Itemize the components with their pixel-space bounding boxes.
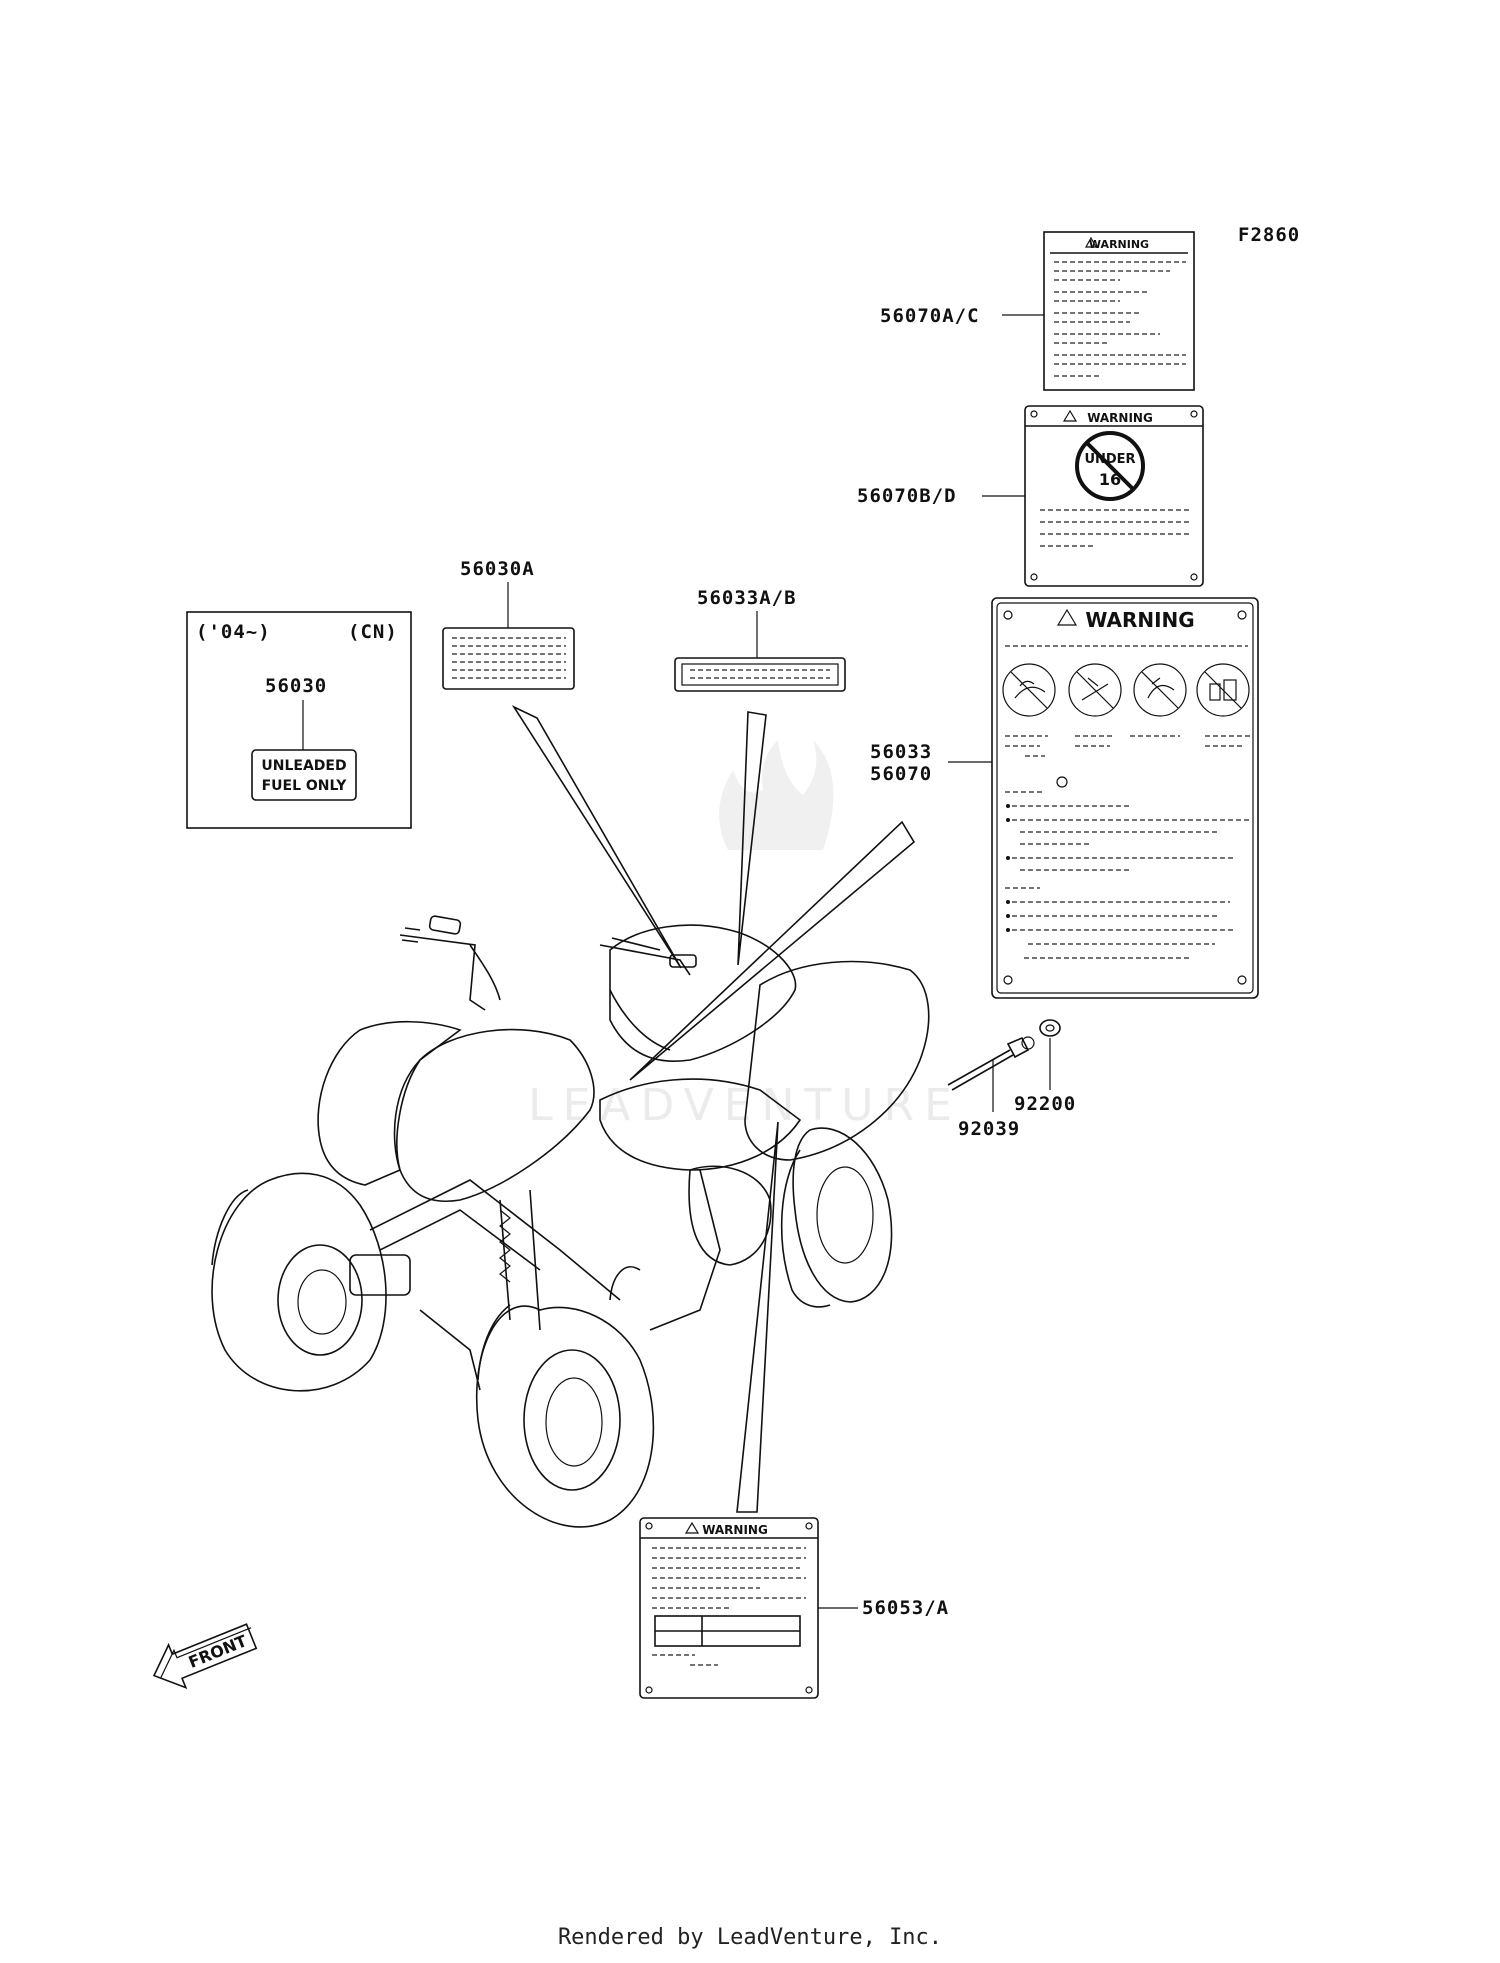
fuel-label-line2: FUEL ONLY <box>262 778 348 794</box>
part-56030a: 56030A <box>460 558 535 580</box>
warning-triangle-icon <box>1084 236 1098 248</box>
warning-text: WARNING <box>1087 411 1153 425</box>
engine <box>688 1165 772 1266</box>
atv-drawing <box>211 915 930 1528</box>
rear-fender <box>744 960 930 1161</box>
watermark-flame-icon <box>719 740 834 850</box>
frame <box>349 1169 721 1391</box>
warning-text: WARNING <box>702 1523 768 1537</box>
no-paved-road-icon <box>1068 663 1122 717</box>
rear-wheel <box>476 1304 655 1528</box>
inset-year: ('04~) <box>196 621 271 643</box>
warning-text: WARNING <box>1089 238 1149 251</box>
rivet-92039 <box>947 1036 1035 1091</box>
handlebars <box>399 915 697 1051</box>
figure-code: F2860 <box>1238 224 1300 246</box>
label-56070a-c: WARNING <box>1043 231 1195 391</box>
fuel-tank <box>609 924 797 1062</box>
watermark-text: LEADVENTURE <box>528 1080 962 1131</box>
label-56033-56070: WARNING <box>991 597 1259 999</box>
label-56053-a: WARNING <box>639 1517 819 1699</box>
part-56070: 56070 <box>870 763 932 785</box>
part-92039: 92039 <box>958 1118 1020 1140</box>
no-passenger-icon <box>1002 663 1056 717</box>
no-drugs-icon <box>1196 663 1250 717</box>
far-wheels <box>609 1127 893 1308</box>
label-56070b-d: WARNING UNDER 16 <box>1024 405 1204 587</box>
label-56033a-b <box>674 657 846 692</box>
under-text: UNDER <box>1084 452 1135 467</box>
watermark: LEADVENTURE <box>528 740 962 1131</box>
fuel-label-line1: UNLEADED <box>261 758 346 774</box>
warning-triangle-icon <box>1062 409 1078 422</box>
part-56070ac: 56070A/C <box>880 305 980 327</box>
label-56030a <box>442 627 575 690</box>
part-56053a: 56053/A <box>862 1597 949 1619</box>
front-arrow-icon: FRONT <box>152 1623 258 1689</box>
seat <box>599 1078 802 1171</box>
part-92200: 92200 <box>1014 1093 1076 1115</box>
inset-56030: ('04~) (CN) 56030 UNLEADED FUEL ONLY <box>186 611 412 829</box>
warning-text: WARNING <box>1085 608 1194 632</box>
front-text: FRONT <box>186 1631 250 1672</box>
part-56033ab: 56033A/B <box>697 587 797 609</box>
front-wheel <box>211 1172 387 1392</box>
inset-region: (CN) <box>348 621 398 643</box>
front-body <box>396 1028 595 1202</box>
warning-triangle-icon <box>684 1521 700 1534</box>
warning-triangle-icon <box>1056 608 1078 626</box>
under-16-prohibition-icon: UNDER 16 <box>1075 431 1145 501</box>
leader-wedges <box>511 705 916 1513</box>
part-56033: 56033 <box>870 741 932 763</box>
part-56070bd: 56070B/D <box>857 485 957 507</box>
washer-92200 <box>1039 1019 1061 1037</box>
part-56030: 56030 <box>265 675 327 697</box>
footer-credit: Rendered by LeadVenture, Inc. <box>557 1925 943 1950</box>
age-text: 16 <box>1099 470 1121 489</box>
no-alcohol-icon <box>1133 663 1187 717</box>
